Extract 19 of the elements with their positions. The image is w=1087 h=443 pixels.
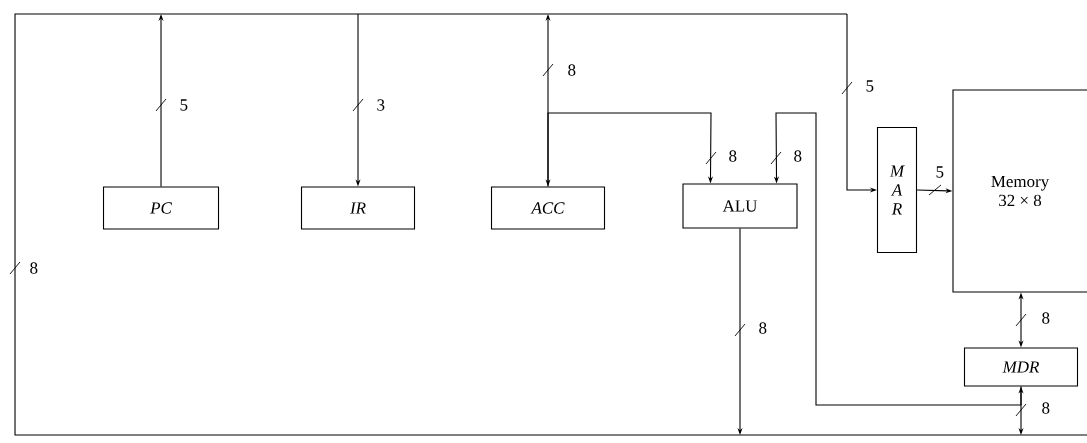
edge-label: 5 — [864, 79, 875, 93]
bus-arrow — [547, 112, 714, 187]
register-box: ACC — [490, 186, 606, 230]
edge-label: 5 — [178, 98, 189, 112]
edge-label: 8 — [566, 63, 577, 77]
edge-label: 3 — [375, 98, 386, 112]
edge-label: 8 — [1040, 311, 1051, 325]
register-box: MDR — [963, 347, 1079, 387]
edge-label: 8 — [757, 321, 768, 335]
edge-label: 5 — [934, 165, 945, 179]
memory-box: Memory 32 × 8 — [952, 89, 1087, 293]
edge-label: 8 — [1040, 401, 1051, 415]
alu-box: ALU — [682, 183, 798, 229]
vertical-register-box: MAR — [876, 126, 918, 254]
edge-label: 8 — [792, 149, 803, 163]
register-box: PC — [102, 186, 220, 230]
bus-width-label: 8 — [28, 261, 39, 275]
edge-label: 8 — [727, 149, 738, 163]
register-box: IR — [300, 186, 416, 230]
